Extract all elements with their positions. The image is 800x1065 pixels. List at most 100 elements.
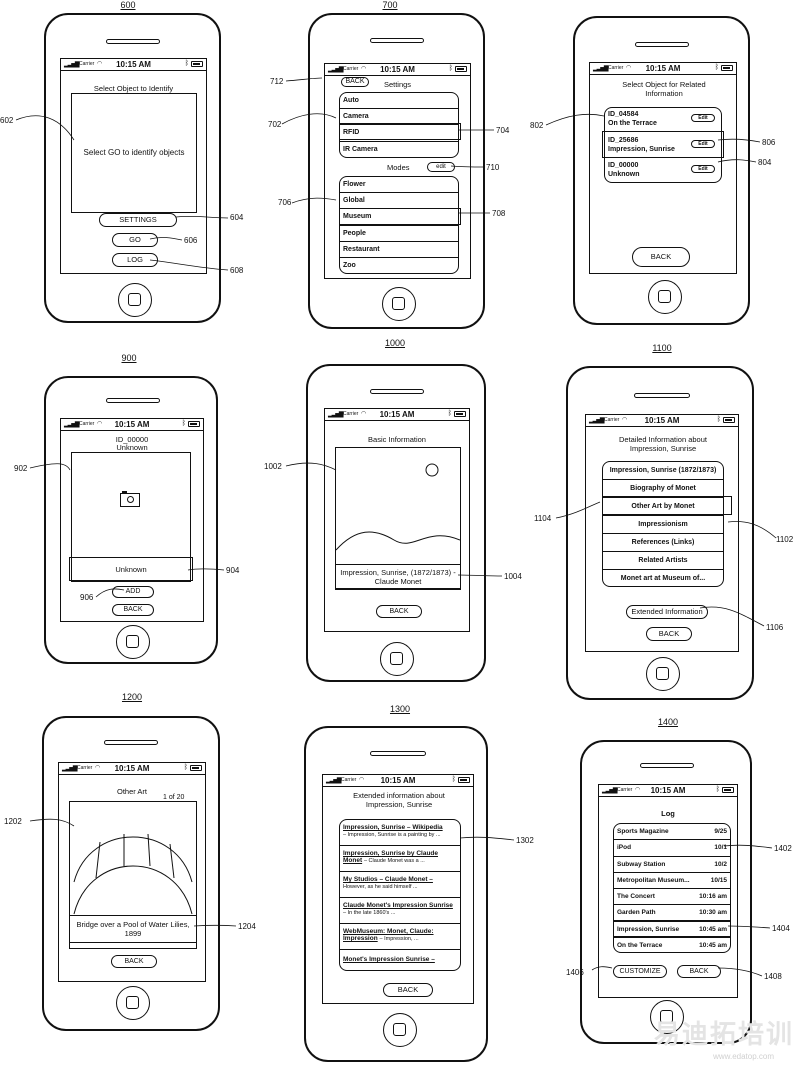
edit-button[interactable]: Edit bbox=[691, 114, 715, 122]
phone-900: ▂▃▅▇ Carrier ◠ 10:15 AM ᛒ ID_00000 Unkno… bbox=[44, 376, 218, 664]
page-counter: 1 of 20 bbox=[163, 794, 185, 801]
mode-item[interactable]: Flower bbox=[340, 177, 458, 193]
home-button[interactable] bbox=[648, 280, 682, 314]
phone-1300: ▂▃▅▇ Carrier ◠ 10:15 AM ᛒ Extended infor… bbox=[304, 726, 488, 1062]
home-button[interactable] bbox=[118, 283, 152, 317]
bluetooth-icon: ᛒ bbox=[181, 420, 186, 427]
back-button[interactable]: BACK bbox=[383, 983, 433, 997]
page-title: Basic Information bbox=[368, 435, 426, 444]
phone-600: ▂▃▅▇ Carrier ◠ 10:15 AM ᛒ Select Object … bbox=[44, 13, 221, 323]
wifi-icon: ◠ bbox=[97, 61, 103, 67]
back-button[interactable]: BACK bbox=[112, 604, 154, 616]
phone-1100: ▂▃▅▇ Carrier ◠ 10:15 AM ᛒ Detailed Infor… bbox=[566, 366, 754, 700]
home-button[interactable] bbox=[383, 1013, 417, 1047]
page-title: Settings bbox=[383, 80, 412, 89]
screen-900: ▂▃▅▇ Carrier ◠ 10:15 AM ᛒ ID_00000 Unkno… bbox=[60, 418, 204, 622]
back-button[interactable]: BACK bbox=[341, 77, 369, 87]
battery-icon bbox=[721, 65, 733, 71]
detail-item[interactable]: Biography of Monet bbox=[603, 480, 723, 498]
back-button[interactable]: BACK bbox=[111, 955, 157, 968]
add-button[interactable]: ADD bbox=[112, 586, 154, 598]
viewfinder[interactable]: Select GO to identify objects bbox=[71, 93, 197, 213]
log-row[interactable]: Metropolitan Museum...10/15 bbox=[614, 873, 730, 889]
link-item[interactable]: Monet's Impression Sunrise – bbox=[340, 950, 460, 970]
artwork-caption[interactable]: Impression, Sunrise, (1872/1873) - Claud… bbox=[340, 568, 456, 586]
link-item[interactable]: My Studios – Claude Monet – However, as … bbox=[340, 872, 460, 898]
link-item[interactable]: Impression, Sunrise – Wikipedia – Impres… bbox=[340, 820, 460, 846]
customize-button[interactable]: CUSTOMIZE bbox=[613, 965, 667, 978]
link-title[interactable]: Impression, Sunrise by Claude Monet bbox=[343, 850, 438, 864]
status-time: 10:15 AM bbox=[114, 764, 150, 773]
log-button[interactable]: LOG bbox=[112, 253, 158, 267]
source-item[interactable]: Auto bbox=[340, 93, 458, 109]
source-item[interactable]: IR Camera bbox=[343, 146, 378, 153]
link-title[interactable]: Monet's Impression Sunrise – bbox=[343, 956, 435, 963]
back-button[interactable]: BACK bbox=[677, 965, 721, 978]
home-button[interactable] bbox=[382, 287, 416, 321]
back-button[interactable]: BACK bbox=[646, 627, 692, 641]
detail-item[interactable]: References (Links) bbox=[603, 534, 723, 552]
settings-button[interactable]: SETTINGS bbox=[99, 213, 177, 227]
speaker bbox=[104, 740, 158, 745]
mode-item[interactable]: Zoo bbox=[343, 262, 356, 269]
page-title: Select Object to Identify bbox=[93, 84, 174, 93]
edit-button[interactable]: Edit bbox=[691, 165, 715, 173]
link-title[interactable]: WebMuseum: Monet, Claude: Impression bbox=[343, 928, 434, 942]
edit-button[interactable]: edit bbox=[427, 162, 455, 172]
home-button[interactable] bbox=[380, 642, 414, 676]
detail-item[interactable]: Monet art at Museum of... bbox=[620, 575, 706, 582]
ref-606: 606 bbox=[184, 236, 198, 245]
home-button[interactable] bbox=[116, 625, 150, 659]
detail-item[interactable]: Impression, Sunrise (1872/1873) bbox=[603, 462, 723, 480]
carrier-label: Carrier bbox=[343, 411, 359, 417]
object-item[interactable]: ID_00000 Unknown Edit bbox=[605, 158, 721, 182]
mode-item[interactable]: People bbox=[340, 226, 458, 242]
object-label[interactable]: Unknown bbox=[115, 565, 147, 574]
back-button[interactable]: BACK bbox=[632, 247, 690, 267]
link-item[interactable]: Impression, Sunrise by Claude Monet – Cl… bbox=[340, 846, 460, 872]
link-title[interactable]: My Studios – Claude Monet – bbox=[343, 876, 433, 883]
detail-item[interactable]: Related Artists bbox=[603, 552, 723, 570]
figure-number-600: 600 bbox=[120, 0, 136, 10]
ref-708: 708 bbox=[492, 209, 506, 218]
log-name: Sports Magazine bbox=[617, 828, 669, 835]
page-title: Select Object for Related Information bbox=[622, 80, 706, 98]
selected-object-highlight bbox=[602, 131, 724, 158]
edit-button[interactable]: Edit bbox=[691, 140, 715, 148]
detail-item[interactable]: Other Art by Monet bbox=[603, 498, 723, 516]
log-value: 10:16 am bbox=[699, 893, 727, 900]
selected-detail-highlight bbox=[602, 496, 732, 515]
status-bar: ▂▃▅▇ Carrier ◠ 10:15 AM ᛒ bbox=[59, 763, 205, 775]
screen-1400: ▂▃▅▇ Carrier ◠ 10:15 AM ᛒ Log Sports Mag… bbox=[598, 784, 738, 998]
link-title[interactable]: Claude Monet's Impression Sunrise bbox=[343, 902, 453, 909]
log-value: 10/1 bbox=[714, 844, 727, 852]
home-button[interactable] bbox=[646, 657, 680, 691]
signal-icon: ▂▃▅▇ bbox=[328, 67, 344, 73]
ref-710: 710 bbox=[486, 163, 500, 172]
detail-item[interactable]: Impressionism bbox=[603, 516, 723, 534]
ref-1002: 1002 bbox=[264, 462, 282, 471]
go-button[interactable]: GO bbox=[112, 233, 158, 247]
mode-item[interactable]: Restaurant bbox=[340, 242, 458, 258]
speaker bbox=[370, 751, 426, 756]
wifi-icon: ◠ bbox=[622, 417, 628, 423]
home-button[interactable] bbox=[116, 986, 150, 1020]
source-item[interactable]: RFID bbox=[340, 125, 458, 142]
rfid-highlight bbox=[339, 123, 461, 140]
extended-info-button[interactable]: Extended Information bbox=[626, 605, 708, 619]
link-title[interactable]: Impression, Sunrise – Wikipedia bbox=[343, 824, 443, 831]
link-item[interactable]: Claude Monet's Impression Sunrise – In t… bbox=[340, 898, 460, 924]
link-snippet: – Impression, Sunrise is a painting by .… bbox=[343, 832, 441, 838]
mode-item[interactable]: Museum bbox=[340, 209, 458, 226]
back-button[interactable]: BACK bbox=[376, 605, 422, 618]
source-item[interactable]: Camera bbox=[340, 109, 458, 125]
home-button[interactable] bbox=[650, 1000, 684, 1034]
link-item[interactable]: WebMuseum: Monet, Claude: Impression – I… bbox=[340, 924, 460, 950]
artwork-caption[interactable]: Bridge over a Pool of Water Lilies, 1899 bbox=[76, 920, 190, 938]
